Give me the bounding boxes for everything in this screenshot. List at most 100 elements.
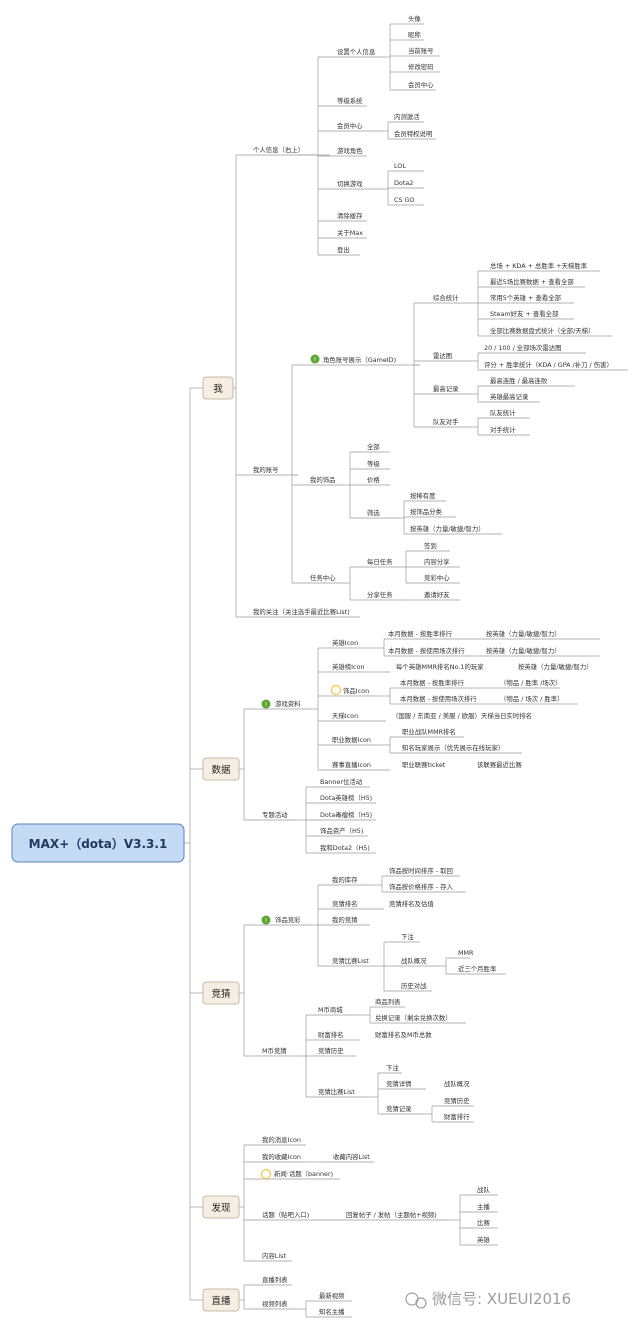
node-best-1: 最高连胜 / 最高连败 [490, 376, 548, 385]
node-guess-history: 竞猜历史 [318, 1046, 344, 1055]
node-team-1: 队友统计 [490, 408, 516, 417]
node-best-2: 英雄最高记录 [490, 392, 529, 401]
node-famous-host: 知名主播 [319, 1307, 345, 1316]
node-filter-2: 按饰品分类 [410, 507, 443, 516]
node-live-a: 职业联赛ticket [402, 760, 446, 769]
node-product-list: 商品列表 [375, 997, 401, 1006]
node-hero-board-a: 每个英雄MMR排名No.1的玩家 [396, 662, 484, 671]
node-avatar: 头像 [408, 14, 421, 23]
category-me: 我 [202, 376, 234, 400]
node-item-guess: 饰品竞彩 [275, 915, 301, 924]
priority-green-icon [310, 354, 320, 364]
connector-lines [184, 23, 628, 1318]
node-inv-2: 饰品按价格排序 - 存入 [389, 882, 453, 891]
node-mcoin-shop: M币商城 [318, 1005, 343, 1014]
node-hero-1b: 按英雄（力量/敏捷/智力） [486, 629, 561, 638]
node-pro-icon: 职业数据Icon [332, 735, 371, 744]
node-member-center: 会员中心 [408, 80, 434, 89]
priority-yellow-icon [260, 1168, 272, 1180]
node-topic-reply: 回复帖子 / 发帖（主题帖+视频) [346, 1210, 437, 1219]
node-my-messages: 我的消息Icon [262, 1135, 301, 1144]
svg-text:微信号: XUEUI2016: 微信号: XUEUI2016 [432, 1290, 571, 1308]
node-game-dota2: Dota2 [394, 179, 413, 187]
category-guess: 竞猜 [202, 981, 240, 1005]
node-stat-1: 总场 + KDA + 总胜率 +天梯胜率 [490, 261, 588, 270]
node-task-center: 任务中心 [310, 573, 336, 582]
svg-text:数据: 数据 [211, 764, 231, 776]
node-level-system: 等级系统 [337, 96, 363, 105]
node-guess-record: 竞猜记录 [386, 1104, 412, 1113]
node-pro-2: 知名玩家展示（优先展示在线玩家） [402, 743, 504, 752]
node-radar-1: 20 / 100 / 全部场次雷达图 [484, 343, 562, 352]
node-daily-2: 内容分享 [424, 557, 450, 566]
node-topic-host: 主播 [477, 1202, 490, 1211]
node-switch-game: 切换游戏 [337, 179, 363, 188]
node-items-grade: 等级 [367, 459, 380, 468]
svg-text:!: ! [265, 918, 267, 925]
svg-text:!: ! [265, 702, 267, 709]
node-my-favorites: 我的收藏Icon [262, 1152, 301, 1161]
node-items-all: 全部 [367, 442, 380, 451]
node-special-4: 饰品资产（H5) [320, 826, 363, 835]
node-filter: 筛选 [367, 508, 380, 517]
node-radar-2: 评分 + 胜率统计（KDA / GPA /补刀 / 伤害） [484, 360, 613, 369]
node-stat-2: 最近5场比赛数据 + 查看全部 [490, 277, 574, 286]
node-game-data: 游戏资料 [275, 699, 301, 708]
node-share-1: 邀请好友 [424, 590, 450, 599]
node-wealth-rank-a: 财富排名及M币总数 [375, 1030, 432, 1039]
node-hero-board-b: 按英雄（力量/敏捷/智力） [518, 662, 593, 671]
node-bet-2: 下注 [386, 1063, 399, 1072]
node-ladder-icon: 天梯Icon [332, 711, 358, 720]
node-game-csgo: CS GO [394, 196, 415, 204]
node-mmr: MMR [458, 949, 474, 957]
node-wealth-list: 财富排行 [444, 1112, 470, 1121]
node-guess-rank: 竞猜排名 [332, 899, 358, 908]
node-guess-rank-a: 竞猜排名及估值 [389, 899, 434, 908]
node-video-list: 视频列表 [262, 1299, 288, 1308]
svg-text:竞猜: 竞猜 [211, 988, 231, 1000]
node-content-list: 内容List [262, 1251, 286, 1260]
node-my-items: 我的饰品 [310, 475, 336, 484]
node-my-follow: 我的关注（关注选手最近比赛List) [253, 607, 350, 616]
node-bet: 下注 [401, 932, 414, 941]
category-data: 数据 [202, 757, 240, 781]
node-topic-hero: 英雄 [477, 1235, 490, 1244]
node-topic: 话题（贴吧入口) [262, 1210, 309, 1219]
category-discover: 发现 [202, 1195, 240, 1219]
node-clear-cache: 清除缓存 [337, 211, 363, 220]
node-mcoin-guess: M币竞猜 [262, 1046, 287, 1055]
node-about-max: 关于Max [337, 228, 363, 237]
node-team-overview-2: 战队概况 [444, 1079, 470, 1088]
node-team-overview: 战队概况 [401, 956, 427, 965]
node-best-record: 最高记录 [433, 384, 459, 393]
node-filter-3: 按英雄（力量/敏捷/智力） [410, 524, 485, 533]
node-item-2a: 本月数据 - 按使用场次排行 [400, 694, 477, 703]
node-settings-info: 设置个人信息 [337, 47, 376, 56]
node-team-2: 对手统计 [490, 425, 516, 434]
node-overall-stats: 综合统计 [433, 293, 459, 302]
node-daily-task: 每日任务 [367, 557, 393, 566]
node-inv-1: 饰品按时间排序 - 取回 [389, 866, 453, 875]
svg-text:!: ! [314, 357, 316, 364]
svg-text:发现: 发现 [211, 1202, 231, 1214]
node-guess-detail: 竞猜详情 [386, 1079, 412, 1088]
node-daily-3: 竞彩中心 [424, 573, 450, 582]
node-guess-match-2: 竞猜比赛List [318, 1087, 355, 1096]
node-special-2: Dota英雄榜（H5) [320, 793, 372, 802]
node-change-password: 修改密码 [408, 62, 434, 71]
node-member-privilege: 会员特权说明 [394, 129, 432, 138]
node-my-inventory: 我的库存 [332, 875, 358, 884]
node-hero-1a: 本月数据 - 按胜率排行 [388, 629, 452, 638]
node-personal-info: 个人信息（右上） [253, 145, 304, 154]
node-guess-match: 竞猜比赛List [332, 956, 369, 965]
node-item-2b: （物品 / 场次 / 胜率） [500, 694, 564, 703]
node-news-topic: 新闻·话题（banner) [274, 1169, 333, 1178]
node-hero-board: 英雄榜Icon [332, 662, 365, 671]
node-history-match: 历史对战 [401, 981, 427, 990]
node-item-1b: （物品 / 胜率 /场次） [500, 678, 562, 687]
node-stat-5: 全部比赛数据盘式统计（全部/天梯） [490, 326, 594, 335]
node-fav-list: 收藏内容List [333, 1152, 370, 1161]
node-filter-1: 按稀有度 [410, 491, 436, 500]
node-current-account: 当前账号 [408, 46, 434, 55]
